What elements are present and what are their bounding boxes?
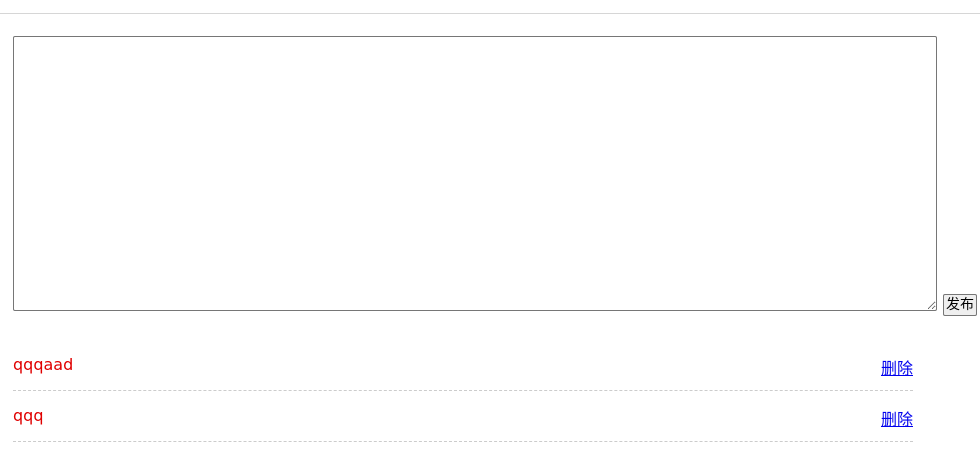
top-divider: [0, 13, 980, 14]
comment-text: qqq: [13, 406, 44, 425]
comment-item: qqq 删除: [13, 391, 913, 442]
comment-item: qqqaad 删除: [13, 340, 913, 391]
publish-button[interactable]: 发布: [943, 294, 977, 316]
comment-list: qqqaad 删除 qqq 删除: [13, 340, 913, 442]
delete-link[interactable]: 删除: [880, 359, 913, 378]
comment-text: qqqaad: [13, 355, 74, 374]
delete-link[interactable]: 删除: [880, 410, 913, 429]
comment-composer: 发布: [13, 36, 977, 316]
message-textarea[interactable]: [13, 36, 937, 311]
